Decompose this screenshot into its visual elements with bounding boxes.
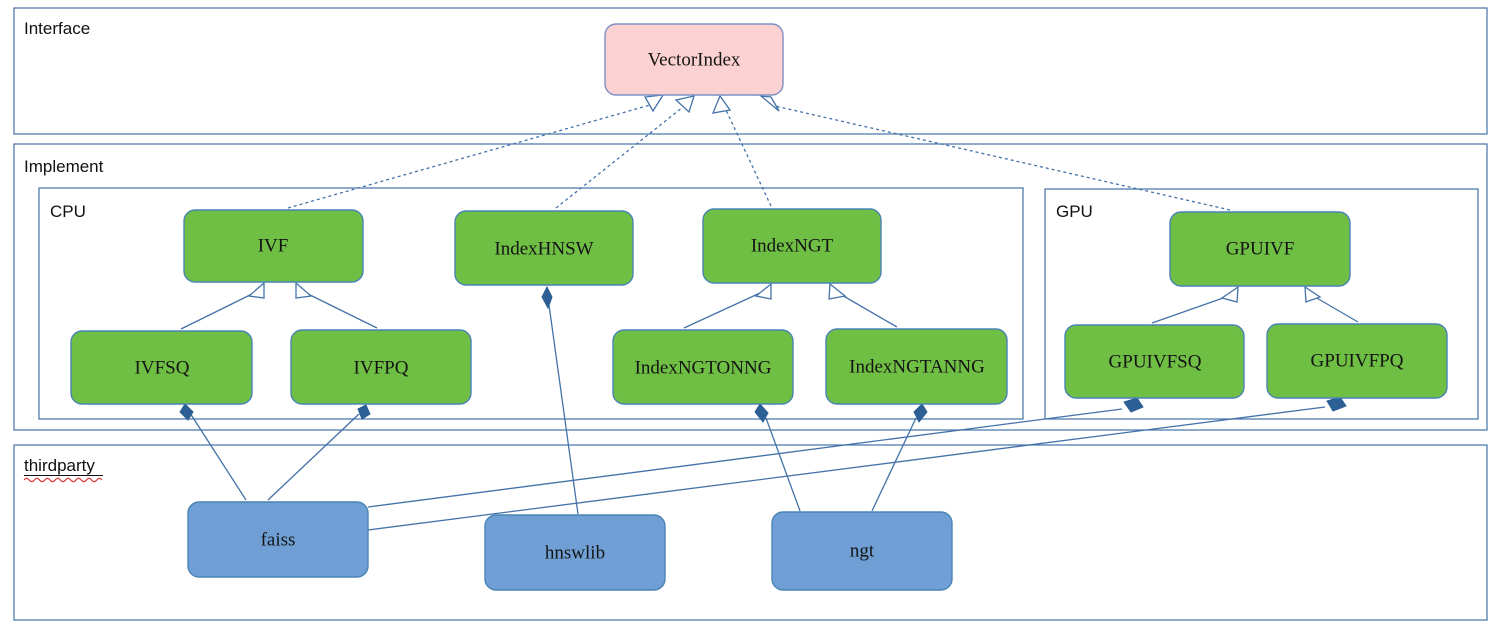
- edge-indexhnsw-to-vectorindex[interactable]: [555, 95, 695, 209]
- edge-faiss-to-ivfsq[interactable]: [179, 403, 247, 501]
- node-indexngtanng[interactable]: IndexNGTANNG: [825, 328, 1008, 405]
- edge-faiss-to-gpuivfpq[interactable]: [367, 396, 1347, 531]
- edge-indexngt-to-vectorindex-line: [724, 107, 772, 207]
- node-vectorindex-label: VectorIndex: [648, 49, 741, 70]
- node-gpuivfsq[interactable]: GPUIVFSQ: [1064, 324, 1245, 399]
- edge-faiss-to-ivfsq-line: [189, 412, 247, 501]
- edge-faiss-to-ivfsq-diamond: [179, 403, 194, 421]
- node-ivf-box[interactable]: [183, 209, 364, 283]
- edge-ivfpq-to-ivf-line: [305, 292, 378, 329]
- node-faiss-box[interactable]: [187, 501, 369, 578]
- node-ivfpq-label: IVFPQ: [354, 357, 409, 378]
- edge-indexngt-to-vectorindex-arrowhead: [711, 94, 732, 114]
- node-ivfsq-label: IVFSQ: [135, 357, 190, 378]
- node-gpuivfsq-box[interactable]: [1064, 324, 1245, 399]
- edge-ivfpq-to-ivf[interactable]: [295, 281, 378, 329]
- node-ivfpq-box[interactable]: [290, 329, 472, 405]
- edge-faiss-to-gpuivfpq-diamond: [1326, 396, 1347, 412]
- node-gpuivf[interactable]: GPUIVF: [1169, 211, 1351, 287]
- spellcheck-squiggle-icon: [23, 477, 103, 483]
- edge-gpuivf-to-vectorindex[interactable]: [758, 95, 1231, 211]
- node-ivfpq[interactable]: IVFPQ: [290, 329, 472, 405]
- edge-ngt-to-indexngtanng-diamond: [913, 403, 928, 423]
- edge-ngt-to-indexngtonng-line: [765, 417, 801, 512]
- node-ngt-box[interactable]: [771, 511, 953, 591]
- node-vectorindex[interactable]: VectorIndex: [604, 23, 784, 96]
- edge-indexngtonng-to-indexngt-line: [683, 292, 761, 329]
- node-indexhnsw-box[interactable]: [454, 210, 634, 286]
- node-indexhnsw[interactable]: IndexHNSW: [454, 210, 634, 286]
- edge-indexngtanng-to-indexngt-line: [839, 293, 898, 328]
- node-gpuivf-label: GPUIVF: [1226, 238, 1295, 259]
- node-indexngtonng-box[interactable]: [612, 329, 794, 405]
- node-indexhnsw-label: IndexHNSW: [494, 238, 593, 259]
- node-gpuivf-box[interactable]: [1169, 211, 1351, 287]
- group-implement-label: Implement: [24, 157, 104, 176]
- edge-gpuivfpq-to-gpuivf-arrowhead: [1304, 285, 1322, 303]
- edge-faiss-to-ivfpq-line: [267, 413, 360, 501]
- edge-ivfsq-to-ivf-arrowhead: [247, 281, 265, 299]
- edge-ngt-to-indexngtonng-diamond: [754, 403, 769, 423]
- node-indexngt[interactable]: IndexNGT: [702, 208, 882, 284]
- edge-indexngtonng-to-indexngt-arrowhead: [754, 282, 772, 300]
- node-ngt[interactable]: ngt: [771, 511, 953, 591]
- edge-faiss-to-gpuivfsq-line: [367, 408, 1123, 508]
- edge-hnswlib-to-indexhnsw-diamond: [541, 285, 553, 310]
- group-gpu-label: GPU: [1056, 202, 1093, 221]
- edge-ivf-to-vectorindex-arrowhead: [643, 94, 665, 113]
- edge-gpuivfsq-to-gpuivf-line: [1151, 296, 1227, 324]
- edge-gpuivfsq-to-gpuivf[interactable]: [1151, 285, 1239, 324]
- edge-indexngt-to-vectorindex[interactable]: [711, 94, 772, 207]
- node-faiss[interactable]: faiss: [187, 501, 369, 578]
- edge-ngt-to-indexngtanng-line: [871, 417, 917, 512]
- node-gpuivfsq-label: GPUIVFSQ: [1109, 351, 1202, 372]
- edge-ivf-to-vectorindex-line: [287, 104, 651, 209]
- node-hnswlib-box[interactable]: [484, 514, 666, 591]
- node-gpuivfpq-box[interactable]: [1266, 323, 1448, 399]
- node-ngt-label: ngt: [850, 540, 875, 561]
- group-cpu-label: CPU: [50, 202, 86, 221]
- edge-indexngtanng-to-indexngt-arrowhead: [828, 282, 847, 300]
- edge-indexhnsw-to-vectorindex-arrowhead: [674, 95, 695, 114]
- node-ivfsq[interactable]: IVFSQ: [70, 330, 253, 405]
- group-interface-label: Interface: [24, 19, 90, 38]
- edge-gpuivf-to-vectorindex-arrowhead: [758, 95, 780, 112]
- edge-indexngtanng-to-indexngt[interactable]: [828, 282, 898, 328]
- edge-ivfsq-to-ivf[interactable]: [180, 281, 265, 330]
- node-indexngt-box[interactable]: [702, 208, 882, 284]
- node-ivf[interactable]: IVF: [183, 209, 364, 283]
- node-indexngtonng-label: IndexNGTONNG: [635, 357, 772, 378]
- node-faiss-label: faiss: [261, 529, 296, 550]
- edge-faiss-to-gpuivfsq[interactable]: [367, 397, 1144, 508]
- group-thirdparty-label: thirdparty: [24, 456, 95, 475]
- edge-faiss-to-ivfpq[interactable]: [267, 404, 371, 501]
- edge-gpuivfpq-to-gpuivf-line: [1314, 296, 1359, 323]
- edge-ngt-to-indexngtanng[interactable]: [871, 403, 928, 512]
- edge-gpuivfsq-to-gpuivf-arrowhead: [1220, 285, 1239, 303]
- node-ivfsq-box[interactable]: [70, 330, 253, 405]
- edge-ivfpq-to-ivf-arrowhead: [295, 281, 313, 299]
- node-hnswlib[interactable]: hnswlib: [484, 514, 666, 591]
- node-indexngtonng[interactable]: IndexNGTONNG: [612, 329, 794, 405]
- edge-faiss-to-gpuivfpq-line: [367, 406, 1326, 531]
- node-indexngtanng-label: IndexNGTANNG: [849, 356, 985, 377]
- node-gpuivfpq[interactable]: GPUIVFPQ: [1266, 323, 1448, 399]
- node-vectorindex-box[interactable]: [604, 23, 784, 96]
- edge-hnswlib-to-indexhnsw[interactable]: [541, 285, 579, 515]
- edge-ivf-to-vectorindex[interactable]: [287, 94, 665, 209]
- edge-ngt-to-indexngtonng[interactable]: [754, 403, 801, 512]
- edge-indexngtonng-to-indexngt[interactable]: [683, 282, 772, 329]
- node-ivf-label: IVF: [258, 235, 289, 256]
- edge-hnswlib-to-indexhnsw-line: [548, 304, 579, 515]
- edge-faiss-to-gpuivfsq-diamond: [1123, 397, 1144, 413]
- edge-faiss-to-ivfpq-diamond: [357, 404, 371, 420]
- node-indexngtanng-box[interactable]: [825, 328, 1008, 405]
- edge-ivfsq-to-ivf-line: [180, 292, 255, 330]
- node-indexngt-label: IndexNGT: [751, 235, 834, 256]
- edge-gpuivfpq-to-gpuivf[interactable]: [1304, 285, 1359, 323]
- node-gpuivfpq-label: GPUIVFPQ: [1311, 350, 1404, 371]
- node-hnswlib-label: hnswlib: [545, 542, 605, 563]
